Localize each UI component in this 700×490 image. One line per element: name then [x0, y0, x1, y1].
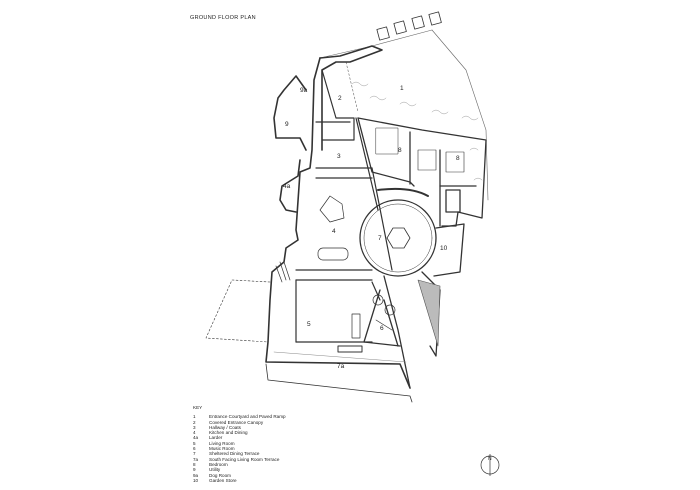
room-labels: 1 2 3 4 4a 5 6 7 7a 8 8 9 9a 10: [283, 85, 460, 370]
stepping-stones: [376, 11, 442, 41]
interior-walls: [295, 69, 393, 343]
planting: [351, 81, 483, 181]
music-room: [363, 275, 411, 389]
room-label-10: 10: [440, 245, 448, 252]
north-label: N: [488, 456, 492, 462]
room-label-6: 6: [380, 325, 384, 332]
garden-store: [417, 223, 465, 357]
room-label-7a: 7a: [337, 363, 345, 370]
room-label-8-right: 8: [456, 155, 460, 162]
furniture: [275, 127, 399, 339]
north-arrow-icon: N: [480, 454, 500, 476]
room-label-4a: 4a: [283, 183, 291, 190]
room-label-8-left: 8: [398, 147, 402, 154]
key-title: KEY: [193, 405, 203, 410]
room-label-7: 7: [378, 235, 382, 242]
outer-walls: [265, 45, 411, 389]
room-label-1: 1: [400, 85, 404, 92]
bedroom-wing: [357, 117, 487, 227]
room-label-4: 4: [332, 228, 336, 235]
plan-title: GROUND FLOOR PLAN: [190, 15, 256, 21]
room-label-2: 2: [338, 95, 342, 102]
room-label-9: 9: [285, 121, 289, 128]
room-label-5: 5: [307, 321, 311, 328]
circular-terrace: [359, 187, 437, 277]
west-canopy: [205, 279, 271, 343]
room-label-3: 3: [337, 153, 341, 160]
room-label-9a: 9a: [300, 87, 308, 94]
courtyard-boundary: [319, 29, 489, 201]
south-terrace: [265, 345, 413, 403]
